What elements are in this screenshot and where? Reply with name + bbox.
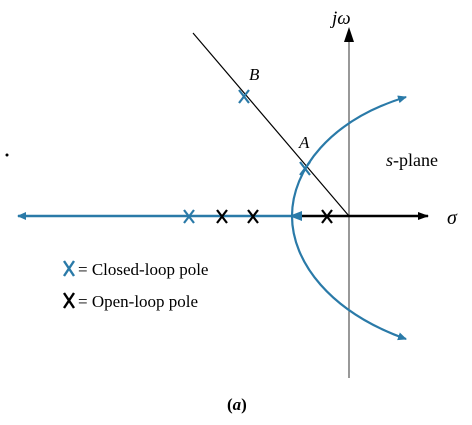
legend: = Closed-loop pole = Open-loop pole: [63, 260, 208, 311]
damping-ratio-line: [192, 32, 350, 217]
caption-letter: a: [233, 395, 242, 414]
open-loop-pole-3: [321, 209, 333, 224]
real-axis-label: σ: [447, 207, 458, 229]
caption-close: ): [241, 395, 247, 414]
closed-loop-pole-b: [238, 89, 250, 104]
open-loop-pole-1: [216, 209, 228, 224]
point-b-label: B: [249, 65, 260, 84]
open-loop-pole-2: [247, 209, 259, 224]
s-plane-label-s: s: [386, 150, 393, 170]
legend-closed-loop-text: = Closed-loop pole: [78, 260, 208, 279]
point-a-label: A: [298, 133, 310, 152]
locus-arrow-breakaway: [289, 211, 302, 221]
s-plane-label-rest: -plane: [393, 150, 438, 170]
caption-open: (: [227, 395, 233, 414]
stray-dot: [5, 153, 9, 157]
locus-branch-upper: [290, 95, 407, 217]
closed-loop-pole-a: [299, 161, 311, 176]
locus-branch-lower: [290, 215, 407, 341]
legend-open-loop-symbol: [63, 292, 75, 309]
closed-loop-pole-real: [183, 209, 195, 224]
legend-closed-loop-symbol: [63, 260, 75, 277]
figure-caption: (a): [227, 395, 247, 414]
imaginary-axis-label: jω: [329, 8, 351, 29]
imaginary-axis-arrowhead: [344, 27, 354, 42]
s-plane-label: s-plane: [386, 150, 438, 170]
legend-open-loop-text: = Open-loop pole: [78, 292, 198, 311]
